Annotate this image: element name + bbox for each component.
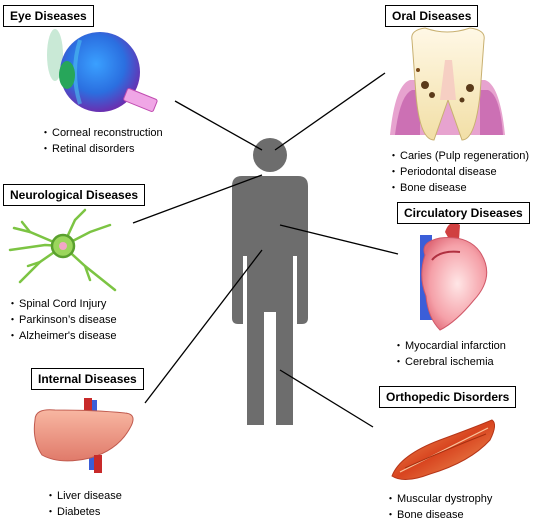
liver-icon: [33, 398, 134, 473]
connector-ortho: [279, 369, 374, 428]
list-item: Caries (Pulp regeneration): [388, 148, 529, 164]
heart-icon: [420, 222, 488, 331]
list-item: Alzheimer's disease: [7, 328, 117, 344]
list-item: Parkinson’s disease: [7, 312, 117, 328]
neuron-icon: [8, 208, 117, 292]
list-item: Periodontal disease: [388, 164, 529, 180]
oral-diseases-title: Oral Diseases: [385, 5, 479, 27]
list-item: Cerebral ischemia: [393, 354, 506, 370]
oral-diseases-list: Caries (Pulp regeneration) Periodontal d…: [388, 148, 529, 196]
internal-diseases-title: Internal Diseases: [31, 368, 144, 390]
tooth-icon: [390, 27, 505, 141]
orthopedic-disorders-title: Orthopedic Disorders: [379, 386, 517, 408]
connector-circ: [279, 224, 399, 255]
list-item: Muscular dystrophy: [385, 491, 492, 507]
list-item: Spinal Cord Injury: [7, 296, 117, 312]
human-silhouette-icon: [232, 138, 308, 425]
list-item: Bone disease: [388, 180, 529, 196]
muscle-icon: [391, 419, 496, 480]
list-item: Retinal disorders: [40, 141, 163, 157]
eye-diseases-list: Corneal reconstruction Retinal disorders: [40, 125, 163, 157]
list-item: Diabetes: [45, 504, 122, 520]
eye-diseases-title: Eye Diseases: [3, 5, 94, 27]
circulatory-diseases-list: Myocardial infarction Cerebral ischemia: [393, 338, 506, 370]
eyeball-icon: [47, 29, 158, 112]
connector-neuro: [132, 174, 263, 224]
connector-lines: [132, 72, 399, 428]
list-item: Corneal reconstruction: [40, 125, 163, 141]
connector-oral: [274, 72, 386, 151]
circulatory-diseases-title: Circulatory Diseases: [397, 202, 530, 224]
neurological-diseases-list: Spinal Cord Injury Parkinson’s disease A…: [7, 296, 117, 344]
list-item: Bone disease: [385, 507, 492, 523]
list-item: Liver disease: [45, 488, 122, 504]
orthopedic-disorders-list: Muscular dystrophy Bone disease: [385, 491, 492, 523]
internal-diseases-list: Liver disease Diabetes: [45, 488, 122, 520]
list-item: Myocardial infarction: [393, 338, 506, 354]
connector-eye: [174, 100, 263, 151]
neurological-diseases-title: Neurological Diseases: [3, 184, 146, 206]
connector-internal: [144, 249, 263, 404]
